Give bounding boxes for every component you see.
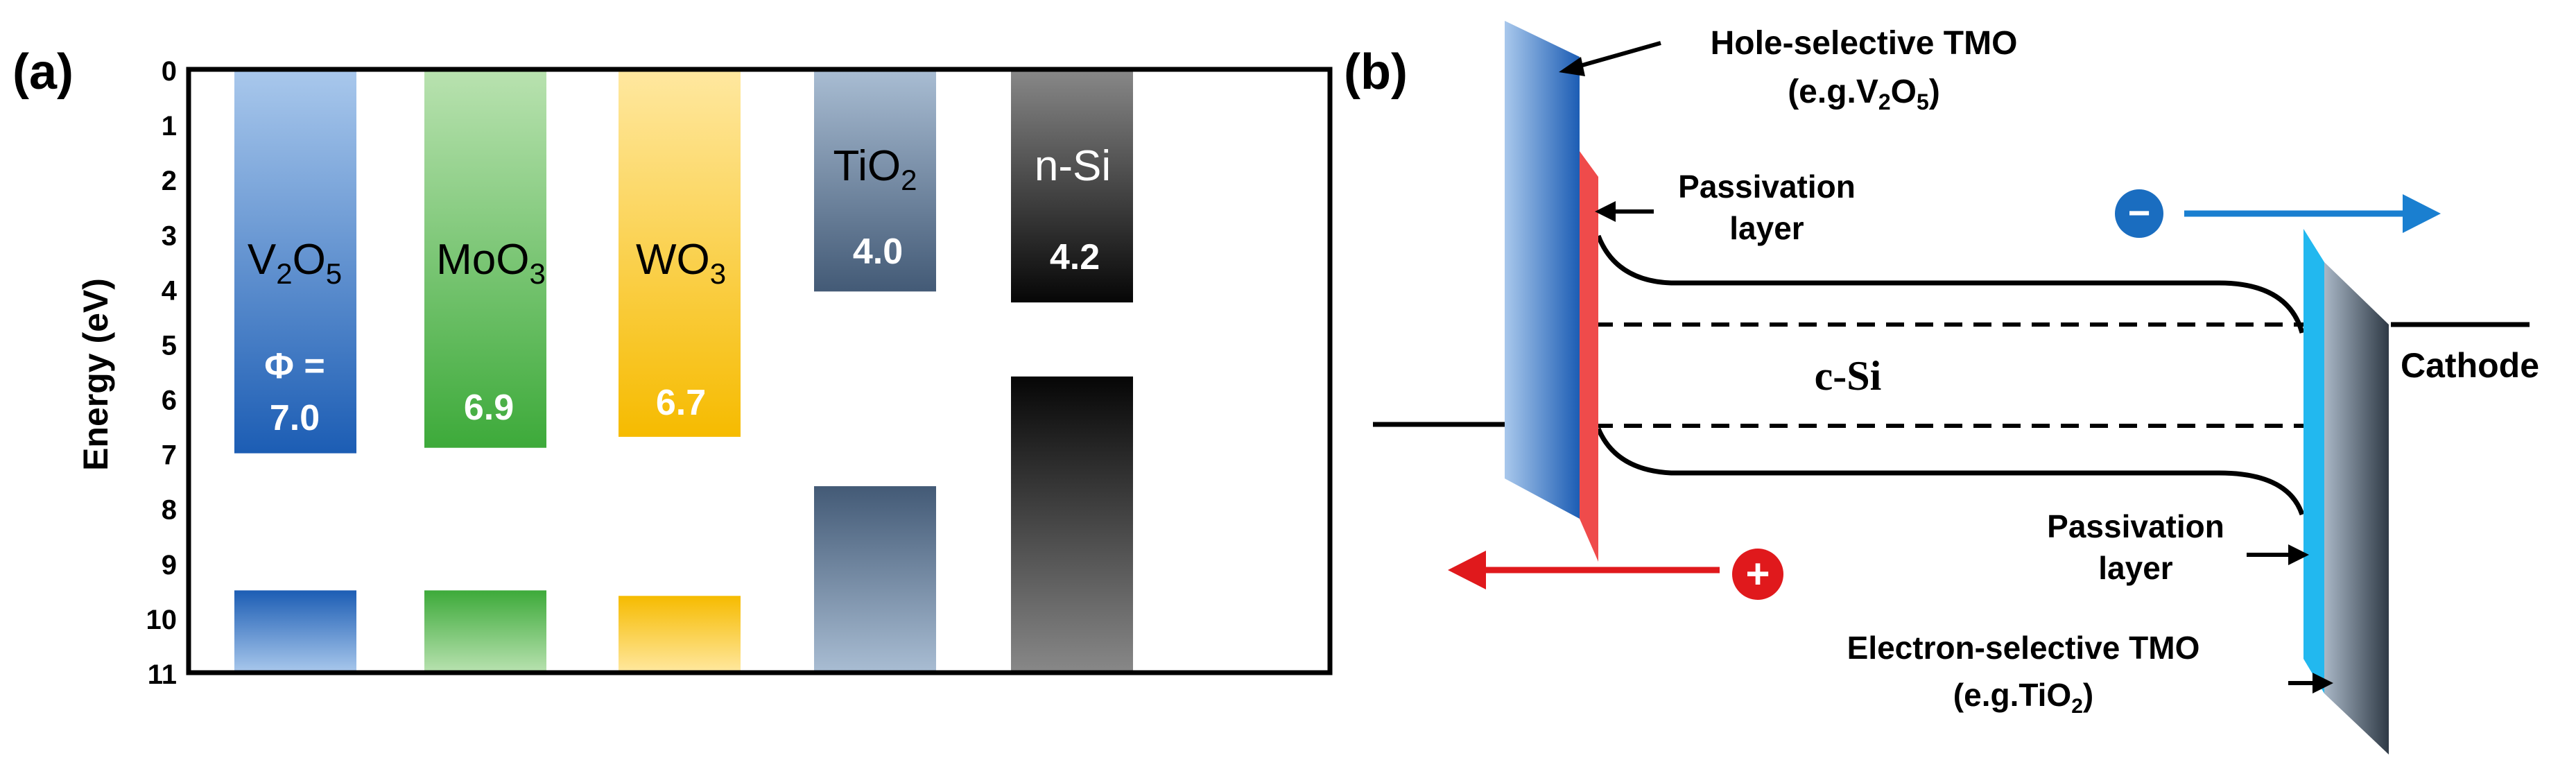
v2o5-upper-band xyxy=(234,69,356,454)
y-tick-label: 1 xyxy=(162,111,177,141)
y-tick-label: 9 xyxy=(162,550,177,580)
hole-selective-tmo-slab xyxy=(1505,21,1580,519)
passivation-left-label-line2: layer xyxy=(1729,210,1804,246)
passivation-left-pointer-arrow xyxy=(1595,201,1654,222)
y-tick-label: 8 xyxy=(162,495,177,526)
nsi-name: n-Si xyxy=(1035,142,1111,190)
panel-b-label: (b) xyxy=(1344,44,1408,100)
electron-tmo-label-line2: (e.g.TiO2) xyxy=(1953,677,2093,718)
y-tick-label: 0 xyxy=(162,56,177,87)
chart-frame xyxy=(186,67,1333,675)
electron-circle-icon xyxy=(2115,189,2163,238)
passivation-layer-left xyxy=(1580,151,1598,562)
panel-b-band-diagram: (b) c-Si Cathode Hole-selective TMO (e.g… xyxy=(1344,21,2539,755)
electron-arrow-head-icon xyxy=(2403,194,2441,233)
electron-tmo-label-line1: Electron-selective TMO xyxy=(1847,630,2200,666)
passivation-right-label-line1: Passivation xyxy=(2047,508,2224,544)
passivation-left-label-line1: Passivation xyxy=(1678,169,1856,205)
y-tick-label: 6 xyxy=(162,386,177,416)
passivation-right-label-line2: layer xyxy=(2098,550,2173,586)
y-axis-label: Energy (eV) xyxy=(76,278,115,471)
v2o5-name: V2O5 xyxy=(248,236,342,290)
y-tick-label: 7 xyxy=(162,440,177,471)
tio2-lower-band xyxy=(814,486,936,673)
electron-tmo-pointer-arrow xyxy=(2288,673,2333,693)
v2o5-lower-band xyxy=(234,590,356,673)
conduction-band xyxy=(1596,234,2305,334)
y-tick-label: 5 xyxy=(162,330,177,361)
csi-label: c-Si xyxy=(1815,353,1882,399)
wo3-upper-band xyxy=(619,69,741,437)
electron-selective-tmo-slab xyxy=(2324,262,2389,755)
v2o5-work-function: 7.0 xyxy=(270,398,320,438)
hole-flow-indicator: + xyxy=(1448,549,1783,600)
valence-band xyxy=(1596,427,2305,516)
electron-minus-symbol: − xyxy=(2128,191,2151,234)
wo3-name: WO3 xyxy=(636,236,726,290)
v2o5-phi-label: Φ = xyxy=(264,346,325,386)
energy-bars xyxy=(234,69,1133,673)
nsi-upper-band xyxy=(1011,69,1133,303)
tio2-name: TiO2 xyxy=(833,142,917,196)
wo3-lower-band xyxy=(619,596,741,673)
y-tick-label: 11 xyxy=(148,659,177,690)
moo3-work-function: 6.9 xyxy=(464,388,514,428)
hole-tmo-pointer-arrow xyxy=(1559,41,1661,76)
hole-tmo-label-line1: Hole-selective TMO xyxy=(1711,25,2018,62)
panel-a-label: (a) xyxy=(12,44,74,100)
hole-circle-icon xyxy=(1732,549,1783,600)
hole-arrow-head-icon xyxy=(1448,551,1486,589)
wo3-work-function: 6.7 xyxy=(656,383,706,423)
tio2-work-function: 4.0 xyxy=(853,232,903,272)
passivation-right-pointer-arrow xyxy=(2247,544,2309,565)
tio2-upper-band xyxy=(814,69,936,292)
hole-tmo-label-line2: (e.g.V2O5) xyxy=(1788,74,1940,114)
panel-a-energy-chart: (a) Energy (eV) 0 1 2 3 4 5 6 7 8 9 10 11 V2O5 Φ = … xyxy=(12,44,1333,690)
electron-flow-indicator: − xyxy=(2115,189,2441,238)
passivation-layer-right xyxy=(2303,229,2324,693)
y-tick-label: 3 xyxy=(162,221,177,251)
moo3-name: MoO3 xyxy=(436,236,546,290)
material-labels: V2O5 Φ = 7.0 MoO3 6.9 WO3 6.7 TiO2 4.0 n… xyxy=(248,142,1111,438)
nsi-work-function: 4.2 xyxy=(1050,237,1100,277)
cathode-label: Cathode xyxy=(2401,346,2539,385)
y-tick-label: 4 xyxy=(162,275,178,306)
moo3-upper-band xyxy=(424,69,546,448)
moo3-lower-band xyxy=(424,590,546,673)
y-axis-ticks: 0 1 2 3 4 5 6 7 8 9 10 11 xyxy=(146,56,178,690)
y-tick-label: 2 xyxy=(162,166,177,196)
nsi-lower-band xyxy=(1011,376,1133,673)
y-tick-label: 10 xyxy=(146,605,178,635)
hole-plus-symbol: + xyxy=(1745,551,1770,597)
